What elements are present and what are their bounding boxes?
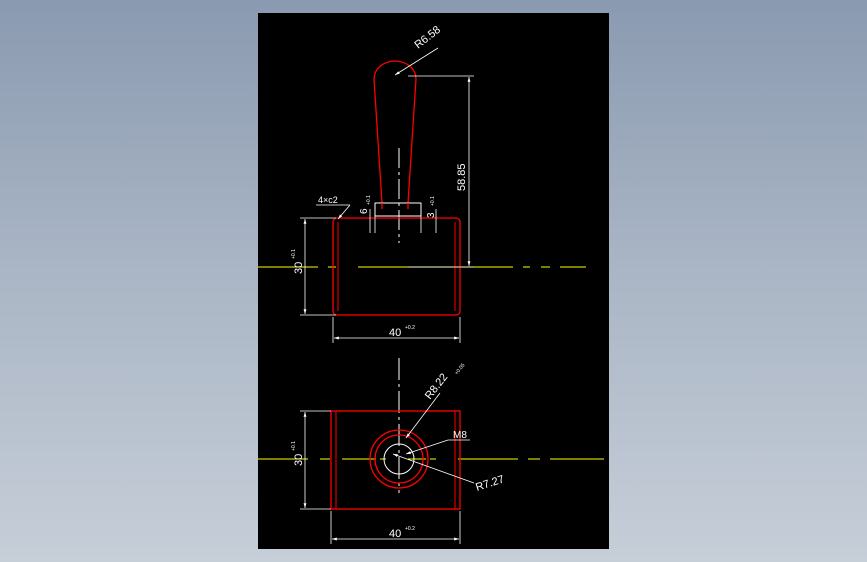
dim-hole-radius-tol: +0.05 [454,362,467,376]
cad-drawing: R6.58 58.85 4×c2 6 +0.1 [258,24,604,544]
dim-chamfer-text: 4×c2 [318,195,338,205]
dim-thread: M8 [405,430,470,455]
hole-inner [383,443,415,475]
dim-bottom-block-height: 30 +0.1 [291,410,331,510]
dim-front-block-width: 40 +0.2 [332,317,461,343]
dim-neck-left-tol: +0.1 [366,195,372,205]
dim-neck-right: 3 +0.1 [420,196,437,233]
dim-front-block-height-tol: +0.1 [291,249,297,259]
bottom-block [330,410,461,510]
hole-counterbore [374,434,424,484]
dim-front-block-height-text: 30 [293,262,305,274]
dim-neck-left-text: 6 [359,208,370,214]
handle-lever [373,60,417,204]
dim-inner-radius: R7.27 [392,453,506,494]
dim-thread-text: M8 [453,430,467,441]
dim-height-text: 58.85 [456,163,468,191]
dim-bottom-block-height-text: 30 [293,454,305,466]
dim-ball-radius: R6.58 [394,24,443,76]
dim-front-block-width-tol: +0.2 [405,325,415,331]
dim-height: 58.85 [408,75,474,268]
dim-ball-radius-text: R6.58 [412,24,443,52]
cad-drawing-viewport[interactable]: R6.58 58.85 4×c2 6 +0.1 [258,13,609,549]
dim-neck-right-text: 3 [426,212,437,218]
dim-front-block-height: 30 +0.1 [291,217,336,316]
front-view: R6.58 58.85 4×c2 6 +0.1 [258,24,586,343]
dim-hole-radius: R8.22 +0.05 [405,362,467,439]
dim-chamfer: 4×c2 [316,195,351,220]
dim-bottom-block-width-text: 40 [389,528,401,540]
dim-bottom-block-height-tol: +0.1 [291,441,297,451]
hole-outer [369,429,429,489]
dim-neck-left: 6 +0.1 [359,195,376,233]
bottom-view: R8.22 +0.05 M8 R7.27 30 +0.1 [258,358,604,544]
front-block [332,217,461,316]
dim-front-block-width-text: 40 [389,327,401,339]
dim-bottom-block-width-tol: +0.2 [405,526,415,532]
dim-bottom-block-width: 40 +0.2 [330,511,461,544]
dim-inner-radius-text: R7.27 [474,473,506,493]
dim-neck-right-tol: +0.1 [430,196,436,206]
